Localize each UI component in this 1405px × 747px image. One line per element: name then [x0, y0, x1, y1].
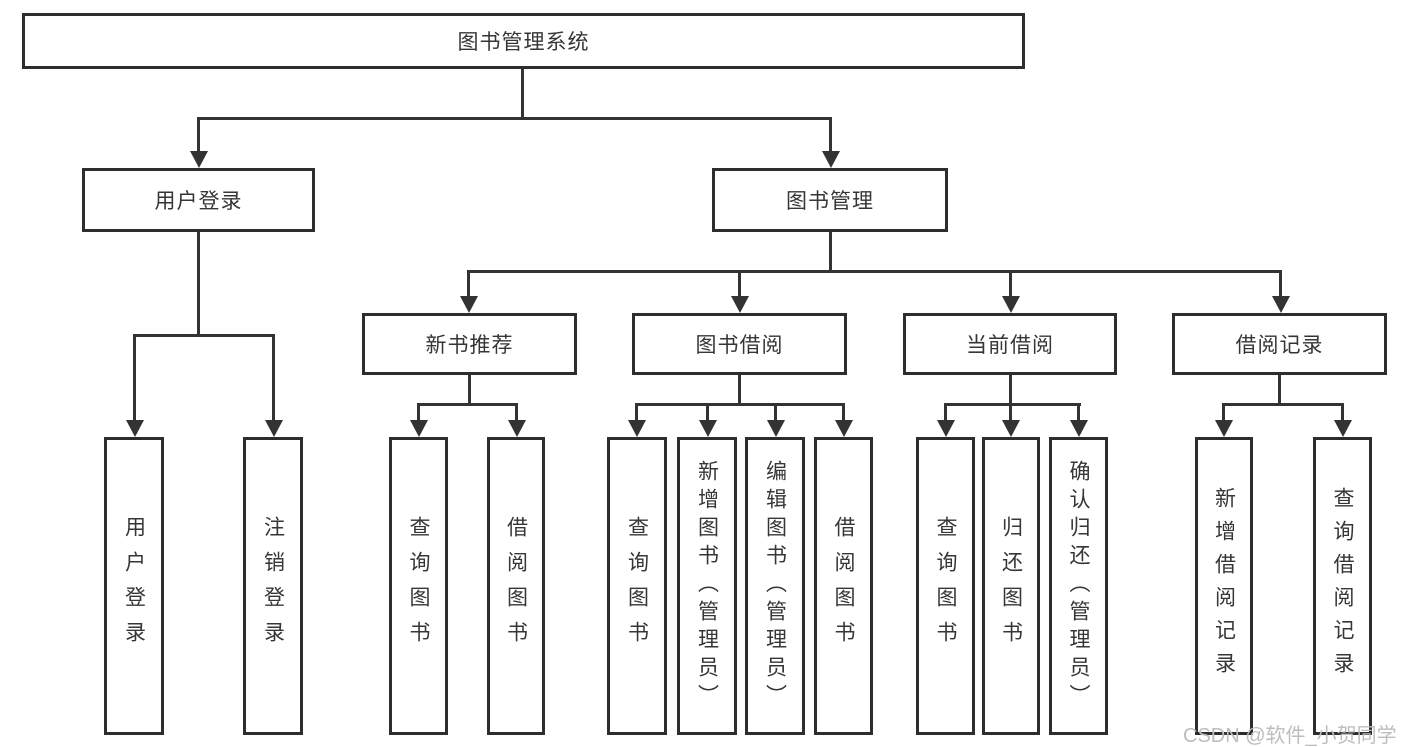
connector-line — [1077, 403, 1080, 422]
node-query-borrow-record-label: 查询借阅记录 — [1331, 487, 1354, 685]
arrow-down-icon — [937, 420, 955, 437]
node-user-login-leaf-label: 用户登录 — [122, 516, 146, 656]
connector-line — [515, 403, 518, 422]
arrow-down-icon — [190, 151, 208, 168]
connector-line — [738, 375, 741, 406]
connector-line — [774, 403, 777, 422]
node-query-books-recommend: 查询图书 — [389, 437, 448, 735]
node-logout-label: 注销登录 — [261, 516, 285, 656]
node-borrow-books-recommend-label: 借阅图书 — [504, 516, 528, 656]
connector-line — [944, 403, 947, 422]
connector-line — [467, 270, 1282, 273]
connector-line — [521, 68, 524, 120]
node-query-books-current: 查询图书 — [916, 437, 975, 735]
arrow-down-icon — [1002, 296, 1020, 313]
node-query-books-borrow: 查询图书 — [607, 437, 667, 735]
arrow-down-icon — [628, 420, 646, 437]
connector-line — [467, 270, 470, 297]
node-new-book-recommend: 新书推荐 — [362, 313, 577, 375]
arrow-down-icon — [822, 151, 840, 168]
node-user-login-leaf: 用户登录 — [104, 437, 164, 735]
node-add-book-admin-label: 新增图书（管理员） — [695, 460, 719, 712]
arrow-down-icon — [767, 420, 785, 437]
node-borrow-books-leaf: 借阅图书 — [814, 437, 873, 735]
connector-line — [635, 403, 638, 422]
node-user-login: 用户登录 — [82, 168, 315, 232]
arrow-down-icon — [1002, 420, 1020, 437]
node-library-system: 图书管理系统 — [22, 13, 1025, 69]
node-add-borrow-record: 新增借阅记录 — [1195, 437, 1253, 735]
connector-line — [829, 232, 832, 273]
node-book-borrow: 图书借阅 — [632, 313, 847, 375]
arrow-down-icon — [699, 420, 717, 437]
node-borrow-books-recommend: 借阅图书 — [487, 437, 545, 735]
connector-line — [706, 403, 709, 422]
node-return-book-label: 归还图书 — [999, 516, 1023, 656]
connector-line — [417, 403, 420, 422]
node-add-book-admin: 新增图书（管理员） — [677, 437, 737, 735]
node-query-borrow-record: 查询借阅记录 — [1313, 437, 1372, 735]
arrow-down-icon — [1215, 420, 1233, 437]
connector-line — [1279, 270, 1282, 297]
arrow-down-icon — [1272, 296, 1290, 313]
node-return-book: 归还图书 — [982, 437, 1040, 735]
connector-line — [417, 403, 518, 406]
node-confirm-return-admin-label: 确认归还（管理员） — [1067, 460, 1090, 712]
node-book-management: 图书管理 — [712, 168, 948, 232]
connector-line — [635, 403, 845, 406]
connector-line — [468, 375, 471, 406]
connector-line — [738, 270, 741, 297]
connector-line — [1278, 375, 1281, 406]
connector-line — [1341, 403, 1344, 422]
connector-line — [1009, 403, 1012, 422]
node-current-borrow: 当前借阅 — [903, 313, 1117, 375]
connector-line — [133, 334, 275, 337]
arrow-down-icon — [265, 420, 283, 437]
node-add-borrow-record-label: 新增借阅记录 — [1212, 487, 1236, 685]
arrow-down-icon — [508, 420, 526, 437]
connector-line — [1222, 403, 1344, 406]
arrow-down-icon — [1070, 420, 1088, 437]
node-edit-book-admin-label: 编辑图书（管理员） — [763, 460, 787, 712]
connector-line — [1009, 270, 1012, 297]
connector-line — [829, 117, 832, 153]
arrow-down-icon — [1334, 420, 1352, 437]
connector-line — [272, 334, 275, 422]
arrow-down-icon — [731, 296, 749, 313]
node-query-books-borrow-label: 查询图书 — [625, 516, 649, 656]
connector-line — [197, 117, 200, 153]
connector-line — [944, 403, 1081, 406]
connector-line — [842, 403, 845, 422]
node-logout: 注销登录 — [243, 437, 303, 735]
connector-line — [133, 334, 136, 422]
node-borrow-records: 借阅记录 — [1172, 313, 1387, 375]
node-borrow-books-leaf-label: 借阅图书 — [832, 516, 855, 656]
arrow-down-icon — [835, 420, 853, 437]
connector-line — [1222, 403, 1225, 422]
node-edit-book-admin: 编辑图书（管理员） — [745, 437, 805, 735]
connector-line — [197, 232, 200, 336]
arrow-down-icon — [460, 296, 478, 313]
node-query-books-recommend-label: 查询图书 — [407, 516, 430, 656]
arrow-down-icon — [126, 420, 144, 437]
node-query-books-current-label: 查询图书 — [934, 516, 957, 656]
node-confirm-return-admin: 确认归还（管理员） — [1049, 437, 1108, 735]
connector-line — [197, 117, 832, 120]
csdn-watermark: CSDN @软件_小贺同学 — [1183, 725, 1397, 747]
connector-line — [1009, 375, 1012, 406]
arrow-down-icon — [410, 420, 428, 437]
